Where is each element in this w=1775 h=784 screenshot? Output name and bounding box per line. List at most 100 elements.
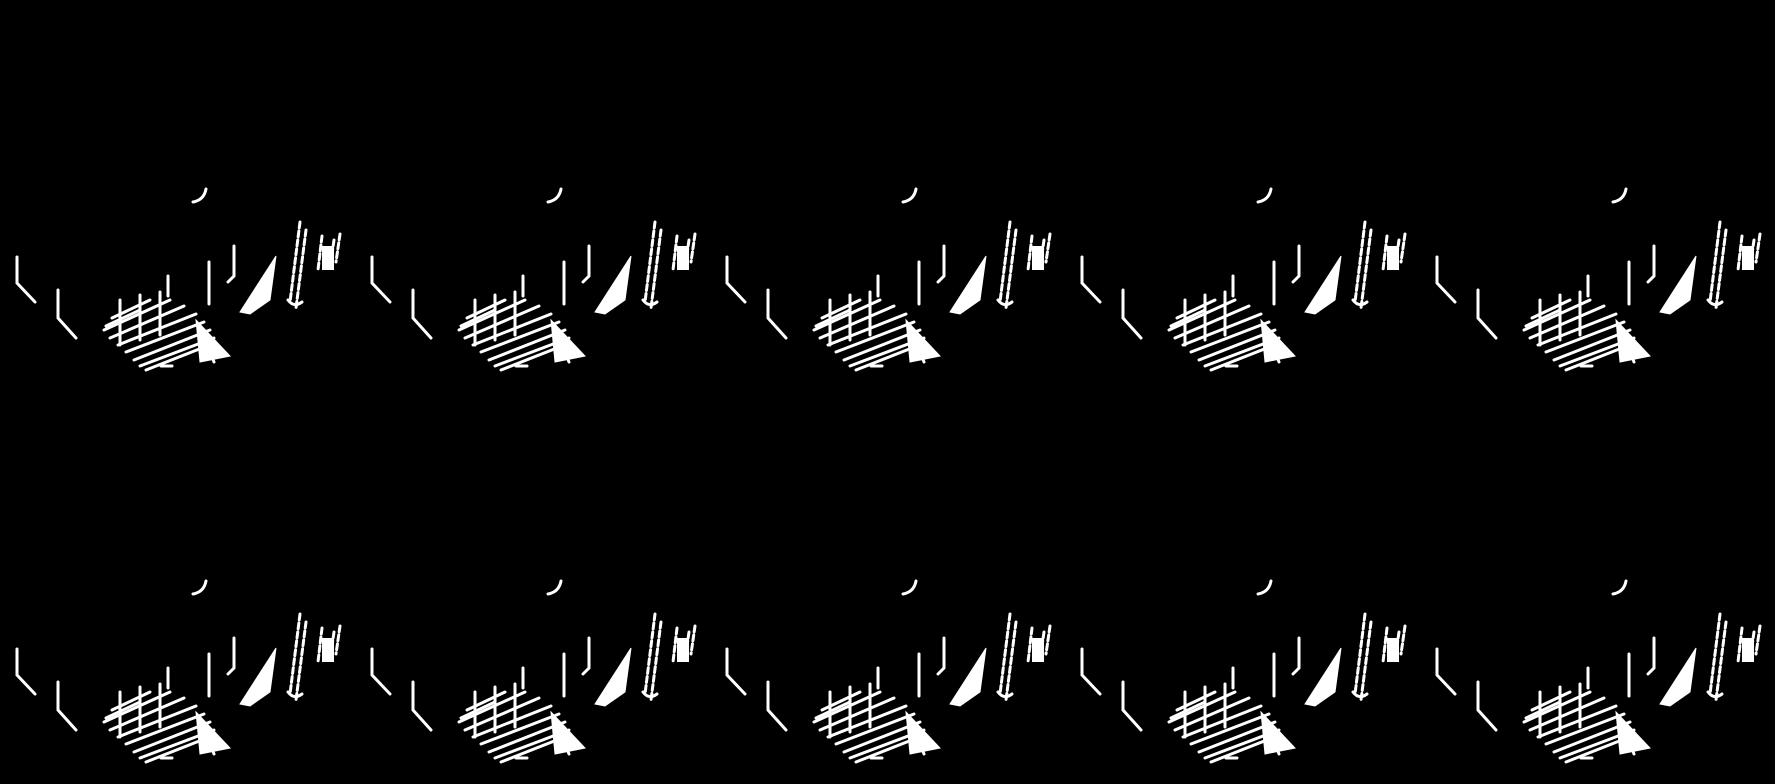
line-art-fragment xyxy=(1435,579,1762,764)
dashed-vertical xyxy=(1026,626,1034,664)
fragment-tile xyxy=(355,392,710,784)
wedge-triangle xyxy=(1260,710,1296,755)
curl-mark xyxy=(641,690,659,699)
hatch-stroke xyxy=(1173,304,1251,340)
hatch-stroke xyxy=(108,304,186,340)
wedge-edge xyxy=(198,716,216,756)
hatch-stroke xyxy=(124,320,206,354)
hook-mark xyxy=(901,579,918,596)
dashed-vertical xyxy=(1353,220,1367,304)
curl-mark xyxy=(1706,690,1724,699)
hatch-stroke xyxy=(1524,308,1562,328)
bracket-right xyxy=(581,244,591,284)
line-art-fragment xyxy=(15,579,342,764)
hatched-prism xyxy=(594,647,632,707)
hook-mark xyxy=(901,187,918,204)
wedge-triangle xyxy=(1615,318,1651,363)
hatch-stroke xyxy=(110,690,152,712)
wedge-edge xyxy=(908,324,926,364)
dashed-vertical xyxy=(1381,234,1389,272)
hatch-stroke xyxy=(471,704,553,739)
small-block xyxy=(1742,246,1754,270)
dashed-vertical xyxy=(998,612,1012,696)
hatch-stroke xyxy=(116,312,198,347)
bracket-left-2 xyxy=(766,680,788,732)
wedge-edge xyxy=(1263,324,1281,364)
hatched-prism xyxy=(949,647,987,707)
bracket-right xyxy=(226,636,236,676)
dashed-vertical xyxy=(294,228,308,310)
fragment-tile xyxy=(1065,0,1420,392)
hatch-stroke xyxy=(1524,700,1562,720)
curl-mark xyxy=(286,690,304,699)
wedge-triangle xyxy=(905,710,941,755)
hook-mark xyxy=(1256,579,1273,596)
hatch-stroke xyxy=(465,298,507,320)
bracket-left-1 xyxy=(725,255,747,304)
dashed-vertical xyxy=(998,220,1012,304)
bracket-left-2 xyxy=(411,680,433,732)
wedge-triangle xyxy=(195,318,231,363)
dashed-vertical xyxy=(1399,232,1407,264)
dashed-vertical xyxy=(288,612,302,696)
bracket-left-1 xyxy=(1435,647,1457,696)
bracket-left-1 xyxy=(725,647,747,696)
hatched-prism xyxy=(1304,255,1342,315)
hatch-stroke xyxy=(459,308,497,328)
hook-mark xyxy=(1256,187,1273,204)
bracket-left-1 xyxy=(370,255,392,304)
curl-mark xyxy=(1706,298,1724,307)
dashed-vertical xyxy=(649,228,663,310)
wedge-triangle xyxy=(195,710,231,755)
curl-mark xyxy=(996,690,1014,699)
hook-mark xyxy=(546,579,563,596)
fragment-tile xyxy=(355,0,710,392)
hatch-stroke xyxy=(834,320,916,354)
hatch-stroke xyxy=(463,304,541,340)
wedge-edge xyxy=(198,324,216,364)
dashed-vertical xyxy=(294,620,308,702)
hatch-stroke xyxy=(1175,690,1217,712)
hatched-prism xyxy=(1304,647,1342,707)
fragment-tile xyxy=(710,0,1065,392)
bracket-left-2 xyxy=(1476,680,1498,732)
small-block xyxy=(322,638,334,662)
hatch-stroke xyxy=(1169,308,1207,328)
hatched-prism xyxy=(239,647,277,707)
small-block xyxy=(1387,246,1399,270)
small-block xyxy=(322,246,334,270)
hatch-stroke xyxy=(814,700,852,720)
fragment-tile xyxy=(0,392,355,784)
hatch-stroke xyxy=(116,704,198,739)
hatch-stroke xyxy=(459,700,497,720)
hook-mark xyxy=(191,187,208,204)
small-block xyxy=(1032,638,1044,662)
bracket-left-2 xyxy=(1121,680,1143,732)
dashed-vertical xyxy=(1381,626,1389,664)
bracket-left-1 xyxy=(15,647,37,696)
bracket-left-2 xyxy=(766,288,788,340)
line-art-fragment xyxy=(370,579,697,764)
dashed-vertical xyxy=(689,624,697,656)
dashed-vertical xyxy=(1026,234,1034,272)
dashed-vertical xyxy=(1359,228,1373,310)
hatch-stroke xyxy=(826,704,908,739)
hatch-stroke xyxy=(463,696,541,732)
hatch-stroke xyxy=(479,320,561,354)
hatch-stroke xyxy=(1169,700,1207,720)
wedge-edge xyxy=(1618,324,1636,364)
curl-mark xyxy=(1351,298,1369,307)
bracket-left-1 xyxy=(1435,255,1457,304)
bracket-left-1 xyxy=(15,255,37,304)
wedge-edge xyxy=(553,716,571,756)
curl-mark xyxy=(996,298,1014,307)
hatch-stroke xyxy=(1528,696,1606,732)
hatch-stroke xyxy=(1189,320,1271,354)
hatch-stroke xyxy=(465,690,507,712)
bracket-right xyxy=(936,636,946,676)
hatch-stroke xyxy=(1181,704,1263,739)
hatch-stroke xyxy=(1181,312,1263,347)
curl-mark xyxy=(286,298,304,307)
hook-mark xyxy=(1611,579,1628,596)
